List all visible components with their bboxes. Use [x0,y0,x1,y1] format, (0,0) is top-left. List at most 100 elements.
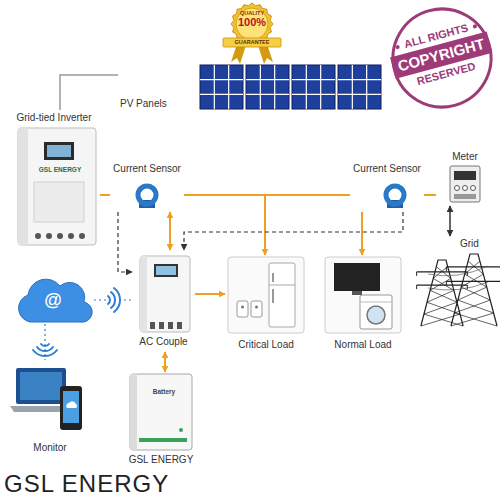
panel-grid [306,65,307,109]
solar-panel [246,65,289,109]
stamp-dot [472,24,477,29]
pylon-lattice [430,278,454,290]
ac-couple-terminal [168,322,173,329]
stamp-ring [382,0,500,118]
phone-screen [63,391,79,423]
ac-couple-shade [140,256,147,332]
panel-grid [338,94,381,95]
energy-meter: Meter [436,150,494,206]
normal-load: Normal Load [322,255,404,355]
washer-panel [360,302,392,303]
brand-area: GSL ENERGY [4,470,224,498]
battery-led [179,428,183,432]
pylon-arm [446,281,500,282]
ac-couple-display [154,264,178,277]
pylon-lattice [433,267,451,279]
node-label: Current Sensor [113,163,181,174]
tv-screen [334,263,380,291]
connector [184,195,265,255]
pylon-insulator [446,281,447,285]
inverter-display [44,142,74,160]
solar-panel [292,65,335,109]
pylon-legs [451,254,497,326]
badge-banner [223,38,281,47]
panel-grid [320,65,321,109]
pylon-insulator [416,272,417,276]
connector [118,212,132,272]
connector [195,293,225,295]
monitor-device: Monitor [10,360,90,458]
pylon-legs [421,260,463,326]
text-slot: Battery [139,388,189,396]
solar-panel [338,65,381,109]
node-label: Normal Load [334,339,391,350]
inverter-screen [47,145,71,157]
text-slot: GUARANTEE [223,39,281,46]
text-slot: Monitor [10,442,90,454]
fridge-handle [272,289,274,303]
text-slot: GSL ENERGY [28,166,92,174]
connector [184,212,403,250]
inverter-body [18,128,96,245]
grid-tied-inverter: Grid-tied InverterGSL ENERGY [8,110,100,250]
pylon-lattice [427,290,457,302]
brand-text: GSL ENERGY [39,166,82,173]
node-label: AC Couple [139,336,187,347]
sensor-ring [138,186,156,204]
inverter-shade [18,128,28,245]
pylon-insulator [416,285,417,289]
brand-text: GSL ENERGY [129,454,194,465]
brand-name: GSL ENERGY [4,470,169,497]
tv-stand [352,291,362,295]
badge-number: 100% [238,16,266,28]
text-slot: AC Couple [132,336,195,348]
text-slot: @ [12,290,94,312]
quality-badge: QUALITY100% GUARANTEE [221,2,283,64]
fridge-door [269,285,295,286]
panel-grid [246,79,289,80]
inverter-terminal [68,233,74,239]
connector [100,194,110,196]
washer-door [367,306,385,324]
connector [449,206,451,236]
panel-grid [292,79,335,80]
text-slot: Current Sensor [110,163,184,175]
connector [94,299,132,300]
panel-grid [274,65,275,109]
panel-grid [200,94,243,95]
pylon-lattice [454,300,493,313]
laptop-display [20,372,62,400]
copyright-stamp: ALL RIGHTSCOPYRIGHTRESERVED [378,0,500,122]
panel-grid [260,65,261,109]
critical-load: Critical Load [225,255,307,355]
node-label: Monitor [33,442,66,453]
pylon-lattice [461,274,487,287]
outlet-hole [255,306,258,309]
pylon-arm [417,284,468,285]
battery-pack: BatteryGSL ENERGY [125,372,197,470]
node-label: PV Panels [120,98,167,109]
connector [60,75,118,110]
load-frame [228,257,304,333]
text-slot: Normal Load [322,339,404,351]
ac-couple-terminal [150,322,155,329]
panel-grid [200,79,243,80]
pv-panel-array: PV Panels [118,62,384,112]
utility-grid: Grid [420,236,496,330]
panel-grid [228,65,229,109]
node-label: Battery [153,388,175,395]
text-slot: QUALITY [232,10,272,17]
solar-panel [200,65,243,109]
node-icon [420,236,496,330]
wall-outlet [237,301,248,317]
badge-text: GUARANTEE [235,39,270,45]
phone-body [60,386,82,430]
connector [44,324,45,360]
meter-dial [471,186,476,191]
node-label: Grid [460,238,479,249]
meter-dial [463,186,468,191]
panel-grid [352,65,353,109]
panel-grid [338,79,381,80]
cloud-service: @ [12,278,94,324]
